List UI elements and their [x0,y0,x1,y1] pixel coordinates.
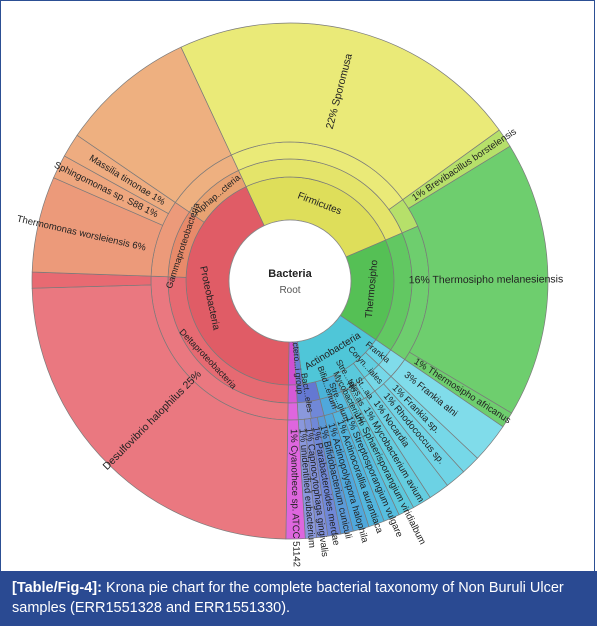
center-hole [228,219,352,343]
leaf-label-thermosipho-melanesiensis: 16% Thermosipho melanesiensis [409,273,564,286]
segment-leaf-sporomusa[interactable] [180,22,500,201]
center-title: Bacteria [268,268,312,280]
center-subtitle: Root [279,285,300,296]
caption-tag: [Table/Fig-4]: [12,580,102,596]
caption-text: Krona pie chart for the complete bacteri… [12,580,564,616]
chart-rings [31,22,549,540]
figure-caption: [Table/Fig-4]: Krona pie chart for the c… [0,571,597,626]
krona-chart: FirmicutesThermosiphoActinobacteriaBacte… [16,22,564,567]
segment-leaf-unnamed-23[interactable] [76,46,232,203]
segment-leaf-desulfovibrio-halophilus[interactable] [31,284,289,540]
segment-ring3-unnamed-12[interactable] [287,402,299,421]
leaf-label-cyanothece-sp-atcc-51142: 1% Cyanothece sp. ATCC 51142 [288,429,302,567]
segment-leaf-thermosipho-melanesiensis[interactable] [408,145,549,414]
